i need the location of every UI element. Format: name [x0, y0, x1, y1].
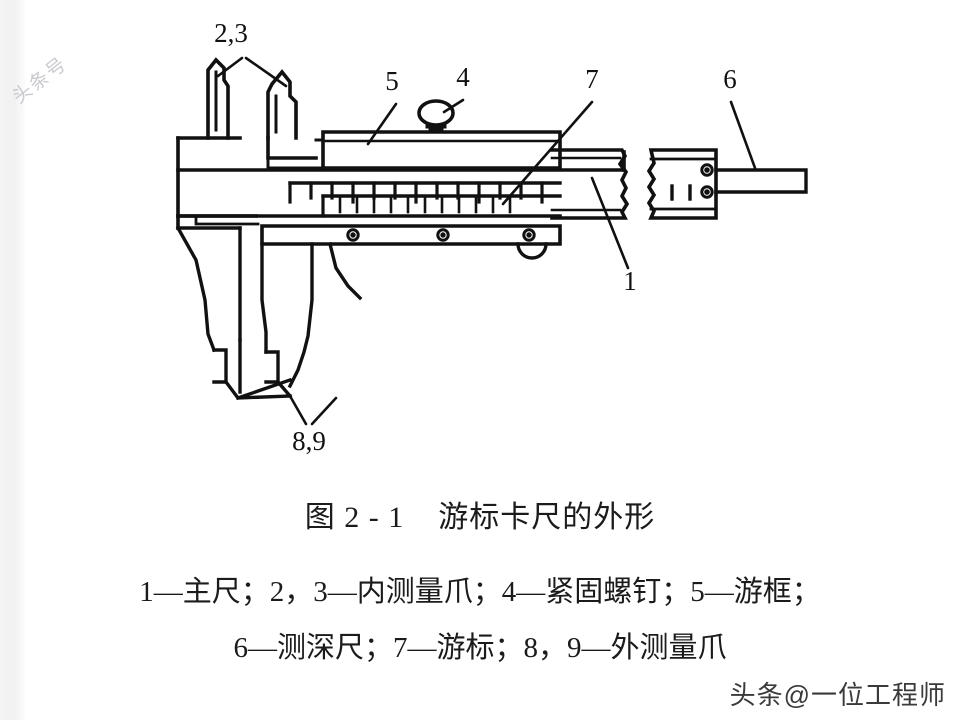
figure-caption-block: 图 2 - 1 游标卡尺的外形 1—主尺；2，3—内测量爪；4—紧固螺钉；5—游… [0, 496, 960, 676]
vernier-scale [321, 194, 562, 218]
caliper-svg: 2,3 5 4 7 6 1 8,9 [175, 18, 808, 456]
callout-7: 7 [585, 64, 599, 94]
callout-2-3: 2,3 [214, 18, 248, 48]
depth-rod-housing [646, 148, 718, 220]
callout-1: 1 [623, 266, 637, 296]
fixed-jaw-spine [175, 214, 242, 353]
beam-right-segment [550, 148, 630, 220]
slider-lower-rail [260, 224, 562, 260]
callout-4: 4 [456, 62, 470, 92]
clamp-screw [417, 99, 455, 132]
callout-8-9: 8,9 [292, 426, 326, 456]
internal-measuring-jaws [206, 57, 324, 170]
callout-5: 5 [385, 66, 399, 96]
figure-caption: 图 2 - 1 游标卡尺的外形 [304, 501, 656, 534]
leader-lines [216, 56, 757, 426]
figure-legend-line-2: 6—测深尺；7—游标；8，9—外测量爪 [233, 632, 727, 664]
callout-6: 6 [723, 64, 737, 94]
figure-legend-line-1: 1—主尺；2，3—内测量爪；4—紧固螺钉；5—游框； [139, 576, 821, 608]
watermark-bottom-right: 头条@一位工程师 [729, 680, 946, 710]
callout-numbers: 2,3 5 4 7 6 1 8,9 [214, 18, 737, 456]
external-measuring-jaws [212, 241, 363, 401]
jaw-step-detail [176, 214, 260, 226]
depth-measuring-rod [714, 168, 808, 194]
vernier-caliper-diagram: 2,3 5 4 7 6 1 8,9 [175, 18, 808, 456]
vernier-frame [256, 130, 562, 218]
